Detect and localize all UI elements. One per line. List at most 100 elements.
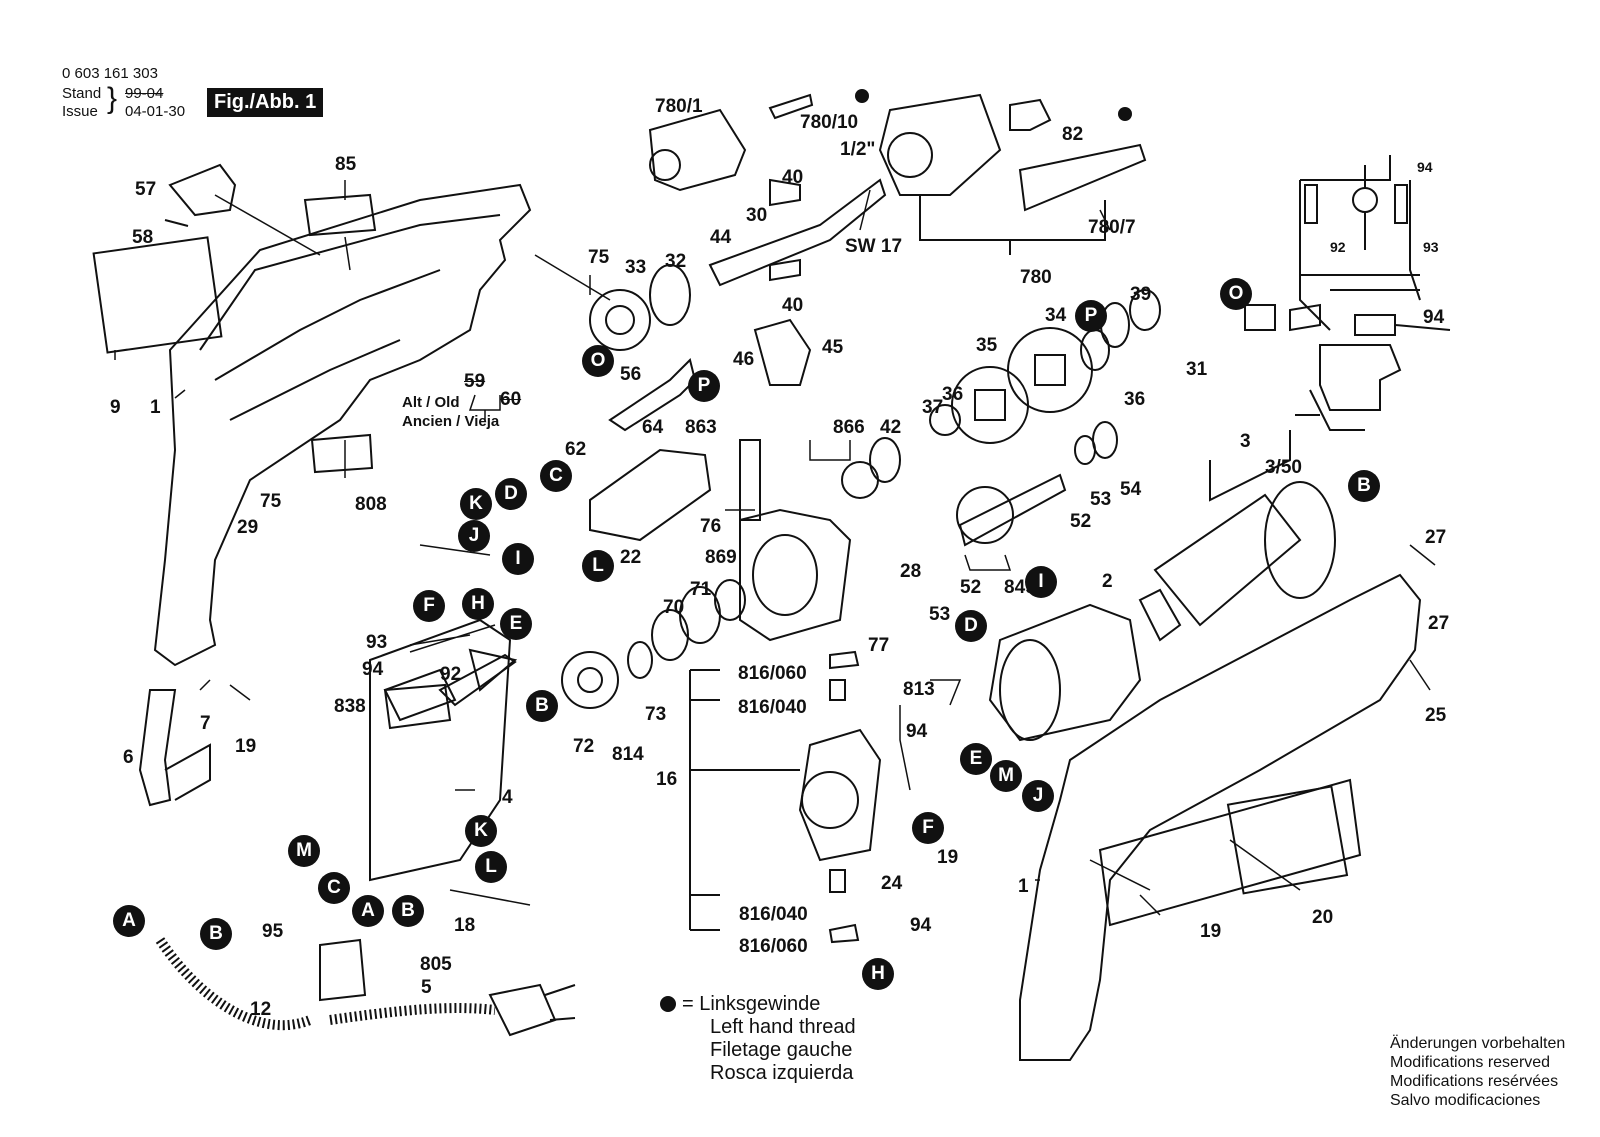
part-label: 70 [663,597,685,618]
part-label: 34 [1045,305,1067,326]
part-label: 3/50 [1265,457,1302,478]
issue-label: Issue [62,103,98,120]
part-label: 94 [1417,159,1433,175]
part-label: 62 [565,439,587,460]
part-label: 40 [782,295,804,316]
part-label: 20 [1312,907,1334,928]
part-label: 18 [454,915,476,936]
connection-marker-f: F [413,590,445,622]
part-label: 7 [200,713,211,734]
connection-marker-b: B [526,690,558,722]
part-label: 94 [910,915,932,936]
part-label: 64 [642,417,664,438]
connection-marker-p: P [1075,300,1107,332]
old-label: Alt / Old [402,394,460,411]
connection-marker-h: H [462,588,494,620]
part-label: 16 [656,769,678,790]
part-label: 1 [1018,876,1029,897]
part-label: 53 [929,604,951,625]
part-label: 9 [110,397,121,418]
part-label: 54 [1120,479,1142,500]
part-label: 82 [1062,124,1084,145]
brace-icon: } [107,82,118,115]
part-label: 39 [1130,284,1152,305]
connection-marker-k: K [465,815,497,847]
part-label: 52 [960,577,982,598]
part-label: 19 [1200,921,1222,942]
legend-rosca-izquierda: Rosca izquierda [710,1062,854,1084]
part-label: 36 [1124,389,1146,410]
part-label: 19 [937,847,959,868]
connection-marker-h: H [862,958,894,990]
connection-marker-m: M [990,760,1022,792]
part-label: 76 [700,516,722,537]
part-label: 24 [881,873,903,894]
connection-marker-i: I [502,543,534,575]
part-label: 22 [620,547,642,568]
part-label: 5 [421,977,432,998]
part-label: 805 [420,954,452,975]
stand-label: Stand [62,85,102,102]
figure-label: Fig./Abb. 1 [207,88,324,117]
footer-line-de: Änderungen vorbehalten [1390,1035,1566,1052]
part-label: 2 [1102,571,1113,592]
part-label: 52 [1070,511,1092,532]
part-label: 27 [1425,527,1447,548]
part-label: 60 [500,389,522,410]
part-label: 28 [900,561,922,582]
part-label: 816/060 [739,936,808,957]
part-label: 35 [976,335,998,356]
legend-linksgewinde: = Linksgewinde [682,993,821,1015]
part-label: 27 [1428,613,1450,634]
connection-marker-i: I [1025,566,1057,598]
connection-marker-f: F [912,812,944,844]
part-label: 44 [710,227,732,248]
left-hand-thread-dot-icon [660,996,676,1012]
part-label: 808 [355,494,387,515]
connection-marker-o: O [1220,278,1252,310]
part-label: 53 [1090,489,1112,510]
part-label: 71 [690,579,712,600]
connection-marker-c: C [540,460,572,492]
part-label: 816/040 [739,904,808,925]
part-label: 46 [733,349,755,370]
connection-marker-d: D [955,610,987,642]
part-label: 73 [645,704,667,725]
part-label: 75 [588,247,610,268]
connection-marker-l: L [475,851,507,883]
connection-marker-p: P [688,370,720,402]
part-label: 869 [705,547,737,568]
part-label: 31 [1186,359,1208,380]
part-label: 863 [685,417,717,438]
part-label: 58 [132,227,154,248]
connection-marker-b: B [1348,470,1380,502]
connection-marker-c: C [318,872,350,904]
part-label: 838 [334,696,366,717]
footer-line-en: Modifications reserved [1390,1054,1551,1071]
part-label: 59 [464,371,486,392]
connection-marker-d: D [495,478,527,510]
part-label: 29 [237,517,259,538]
part-label: 56 [620,364,642,385]
part-label: 1/2" [840,139,876,160]
part-label: 32 [665,251,687,272]
part-label: 77 [868,635,890,656]
connection-marker-m: M [288,835,320,867]
connection-marker-b: B [392,895,424,927]
connection-marker-k: K [460,488,492,520]
part-label: 814 [612,744,644,765]
part-label: 45 [822,337,844,358]
part-label: 42 [880,417,902,438]
part-label: 1 [150,397,161,418]
part-label: 12 [250,999,272,1020]
connection-marker-b: B [200,918,232,950]
stand-value: 99-04 [125,85,164,102]
part-label: 72 [573,736,595,757]
part-label: 36 [942,384,964,405]
part-label: 94 [1423,307,1445,328]
part-label: SW 17 [845,236,903,257]
footer-line-fr: Modifications resérvées [1390,1073,1559,1090]
part-label: 25 [1425,705,1447,726]
old-label-translated: Ancien / Vieja [402,413,500,430]
